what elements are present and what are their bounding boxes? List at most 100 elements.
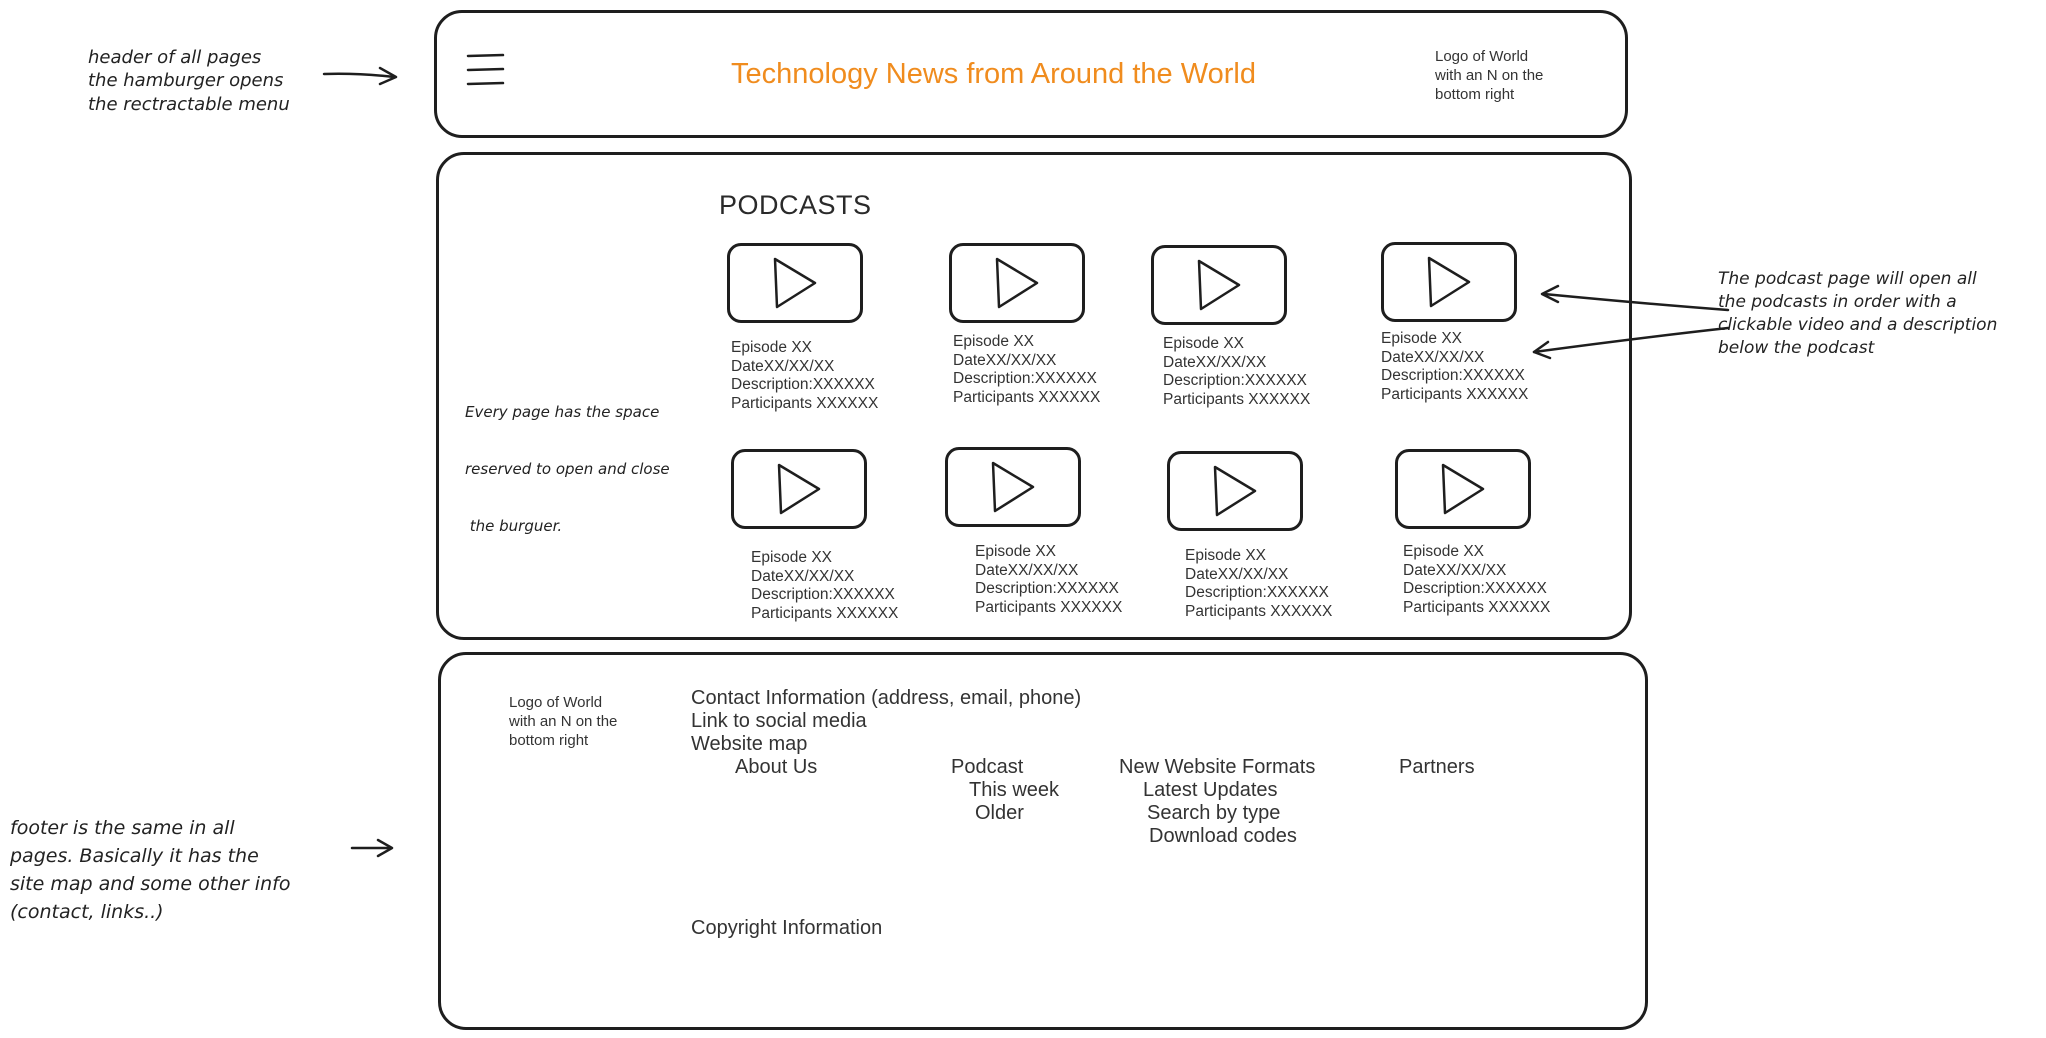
annotation-line: site map and some other info bbox=[10, 873, 291, 895]
annotation-line: The podcast page will open all bbox=[1718, 269, 1977, 289]
sitemap-podcast-older[interactable]: Older bbox=[975, 802, 1024, 824]
podcast-annotation: The podcast page will open all the podca… bbox=[1718, 268, 1997, 360]
main-content: Every page has the space reserved to ope… bbox=[436, 152, 1632, 640]
episode-date: DateXX/XX/XX bbox=[975, 561, 1079, 579]
arrow-icon bbox=[1532, 284, 1730, 360]
annotation-line: reserved to open and close bbox=[465, 460, 670, 478]
copyright-info: Copyright Information bbox=[691, 917, 883, 939]
play-icon bbox=[773, 257, 817, 309]
episode-date: DateXX/XX/XX bbox=[1403, 561, 1507, 579]
episode-description: Description:XXXXXX bbox=[953, 370, 1097, 387]
arrow-icon bbox=[322, 66, 398, 86]
podcast-card: Episode XX DateXX/XX/XX Description:XXXX… bbox=[1151, 245, 1310, 409]
podcast-card: Episode XX DateXX/XX/XX Description:XXXX… bbox=[1167, 451, 1332, 621]
episode-number: Episode XX bbox=[751, 549, 832, 566]
episode-participants: Participants XXXXXX bbox=[1403, 598, 1551, 616]
sitemap-download-codes[interactable]: Download codes bbox=[1149, 825, 1297, 847]
footer-annotation: footer is the same in all pages. Basical… bbox=[10, 814, 290, 926]
annotation-line: Every page has the space bbox=[465, 403, 660, 421]
episode-participants: Participants XXXXXX bbox=[1163, 390, 1311, 408]
annotation-line: below the podcast bbox=[1718, 338, 1875, 358]
annotation-line: pages. Basically it has the bbox=[10, 845, 259, 867]
play-button[interactable] bbox=[1167, 451, 1303, 531]
episode-description: Description:XXXXXX bbox=[751, 586, 895, 603]
play-button[interactable] bbox=[1151, 245, 1287, 325]
play-button[interactable] bbox=[1381, 242, 1517, 322]
episode-participants: Participants XXXXXX bbox=[731, 394, 879, 412]
annotation-line: the hamburger opens bbox=[88, 70, 284, 92]
episode-date: DateXX/XX/XX bbox=[1381, 348, 1485, 366]
sitemap-about-us[interactable]: About Us bbox=[735, 756, 818, 778]
website-map-label: Website map bbox=[691, 733, 808, 755]
play-button[interactable] bbox=[1395, 449, 1531, 529]
play-button[interactable] bbox=[945, 447, 1081, 527]
episode-participants: Participants XXXXXX bbox=[975, 598, 1123, 616]
header-annotation: header of all pages the hamburger opens … bbox=[88, 46, 290, 116]
page-title: Technology News from Around the World bbox=[731, 58, 1256, 90]
episode-participants: Participants XXXXXX bbox=[953, 388, 1101, 406]
podcast-card: Episode XX DateXX/XX/XX Description:XXXX… bbox=[1395, 449, 1550, 617]
play-icon bbox=[777, 463, 821, 515]
footer-logo-placeholder: Logo of World with an N on the bottom ri… bbox=[509, 693, 617, 750]
header: Technology News from Around the World Lo… bbox=[434, 10, 1628, 138]
episode-date: DateXX/XX/XX bbox=[953, 351, 1057, 369]
burger-space-annotation: Every page has the space reserved to ope… bbox=[465, 365, 670, 574]
episode-number: Episode XX bbox=[953, 333, 1034, 350]
logo-line: bottom right bbox=[1435, 86, 1515, 103]
episode-date: DateXX/XX/XX bbox=[751, 567, 855, 585]
play-button[interactable] bbox=[731, 449, 867, 529]
sitemap-partners[interactable]: Partners bbox=[1399, 756, 1475, 778]
play-button[interactable] bbox=[949, 243, 1085, 323]
episode-number: Episode XX bbox=[1381, 330, 1462, 347]
podcast-card: Episode XX DateXX/XX/XX Description:XXXX… bbox=[727, 243, 878, 413]
episode-number: Episode XX bbox=[731, 339, 812, 356]
sitemap-podcast-this-week[interactable]: This week bbox=[969, 779, 1060, 801]
play-icon bbox=[1213, 465, 1257, 517]
episode-participants: Participants XXXXXX bbox=[751, 604, 899, 622]
episode-description: Description:XXXXXX bbox=[1163, 372, 1307, 389]
episode-number: Episode XX bbox=[1185, 547, 1266, 564]
sitemap-latest-updates[interactable]: Latest Updates bbox=[1143, 779, 1278, 801]
episode-date: DateXX/XX/XX bbox=[1185, 565, 1289, 583]
annotation-line: the podcasts in order with a bbox=[1718, 292, 1957, 312]
play-icon bbox=[991, 461, 1035, 513]
podcast-card: Episode XX DateXX/XX/XX Description:XXXX… bbox=[1381, 242, 1528, 404]
play-icon bbox=[995, 257, 1039, 309]
podcast-card: Episode XX DateXX/XX/XX Description:XXXX… bbox=[731, 449, 898, 623]
logo-line: with an N on the bbox=[1435, 67, 1544, 84]
annotation-line: header of all pages bbox=[88, 47, 262, 68]
episode-description: Description:XXXXXX bbox=[975, 580, 1119, 597]
annotation-line: clickable video and a description bbox=[1718, 315, 1998, 335]
episode-date: DateXX/XX/XX bbox=[1163, 353, 1267, 371]
annotation-line: footer is the same in all bbox=[10, 817, 235, 839]
episode-description: Description:XXXXXX bbox=[1185, 584, 1329, 601]
contact-info: Contact Information (address, email, pho… bbox=[691, 687, 1082, 709]
episode-participants: Participants XXXXXX bbox=[1381, 385, 1529, 403]
sitemap-podcast[interactable]: Podcast bbox=[951, 756, 1024, 778]
arrow-icon bbox=[350, 838, 394, 858]
play-button[interactable] bbox=[727, 243, 863, 323]
play-icon bbox=[1197, 259, 1241, 311]
sitemap-search-by-type[interactable]: Search by type bbox=[1147, 802, 1281, 824]
play-icon bbox=[1441, 463, 1485, 515]
play-icon bbox=[1427, 256, 1471, 308]
episode-participants: Participants XXXXXX bbox=[1185, 602, 1333, 620]
logo-line: Logo of World bbox=[509, 694, 603, 711]
episode-description: Description:XXXXXX bbox=[1403, 580, 1547, 597]
episode-number: Episode XX bbox=[1403, 543, 1484, 560]
logo-line: with an N on the bbox=[509, 713, 618, 730]
annotation-line: the rectractable menu bbox=[88, 93, 290, 115]
hamburger-icon[interactable] bbox=[465, 51, 507, 89]
episode-description: Description:XXXXXX bbox=[1381, 367, 1525, 384]
episode-date: DateXX/XX/XX bbox=[731, 357, 835, 375]
social-media-link[interactable]: Link to social media bbox=[691, 710, 867, 732]
footer: Logo of World with an N on the bottom ri… bbox=[438, 652, 1648, 1030]
episode-number: Episode XX bbox=[975, 543, 1056, 560]
annotation-line: the burguer. bbox=[465, 517, 563, 535]
annotation-line: (contact, links..) bbox=[10, 901, 164, 923]
sitemap-new-formats[interactable]: New Website Formats bbox=[1119, 756, 1316, 778]
header-logo-placeholder: Logo of World with an N on the bottom ri… bbox=[1435, 47, 1543, 104]
episode-number: Episode XX bbox=[1163, 335, 1244, 352]
section-heading: PODCASTS bbox=[719, 190, 872, 220]
logo-line: Logo of World bbox=[1435, 48, 1529, 65]
